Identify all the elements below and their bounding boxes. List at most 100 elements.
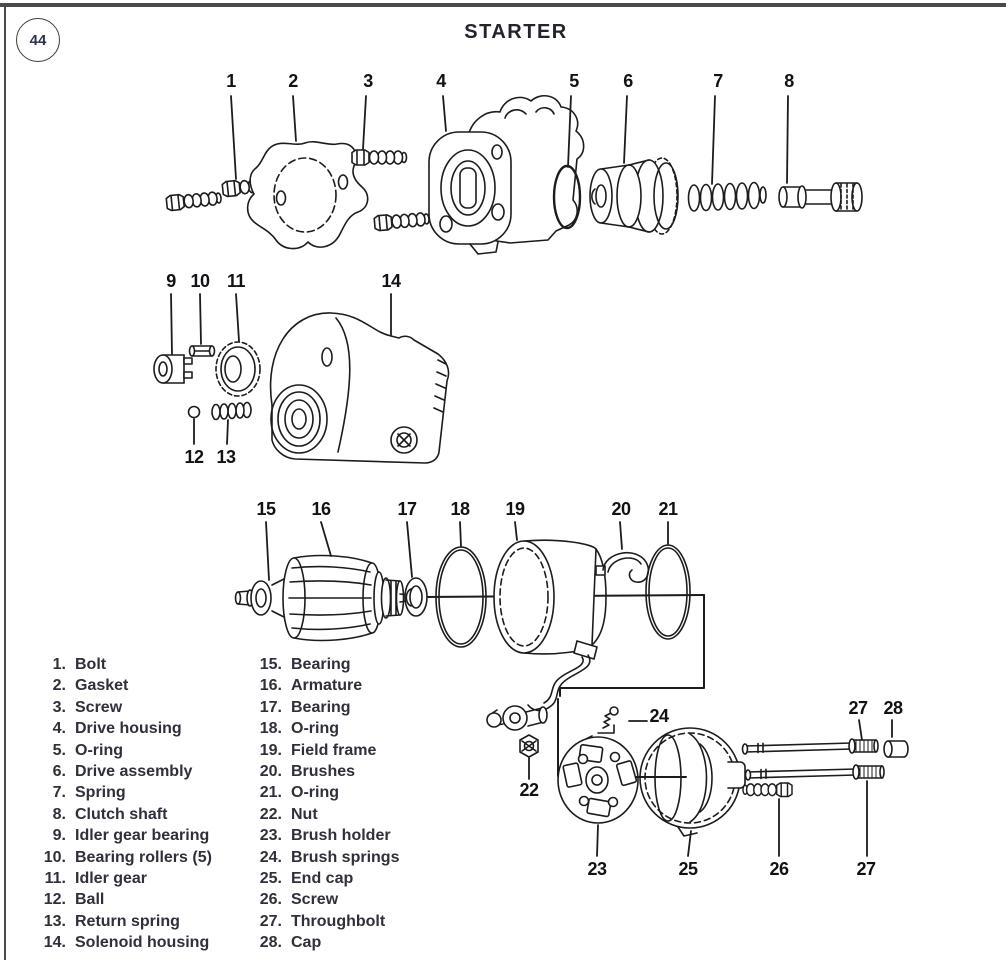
part-drive-housing-4	[428, 94, 585, 255]
part-solenoid-housing-14	[269, 312, 450, 464]
callout-5: 5	[569, 71, 579, 91]
parts-list-item: 24.Brush springs	[236, 849, 466, 870]
part-label: Brush springs	[291, 848, 400, 866]
parts-list-item: 12. Ball	[28, 891, 233, 912]
part-label: Cap	[291, 934, 322, 952]
part-label: Bearing	[291, 698, 351, 716]
part-throughbolt-27-bottom	[744, 764, 885, 781]
part-label: Throughbolt	[291, 912, 386, 930]
part-number: 3.	[52, 698, 66, 716]
part-number: 4.	[52, 720, 66, 738]
parts-list-item: 22.Nut	[236, 806, 466, 827]
callout-9: 9	[166, 271, 176, 291]
callout-28: 28	[883, 698, 903, 718]
parts-list-item: 27. Throughbolt	[236, 913, 466, 934]
parts-list-item: 3.Screw	[28, 699, 233, 720]
parts-list-item: 8. Clutch shaft	[28, 806, 233, 827]
parts-list-item: 28.Cap	[236, 934, 466, 955]
part-brush-holder-23	[557, 736, 639, 824]
part-label: Idler gear bearing	[75, 827, 210, 845]
part-number: 21.	[259, 784, 282, 802]
part-label: Drive assembly	[75, 762, 193, 780]
parts-list-right: 15.Bearing 16.Armature 17.Bearing 18.O-r…	[236, 656, 466, 955]
part-number: 15.	[259, 656, 282, 673]
parts-list-item: 20. Brushes	[236, 763, 466, 784]
part-number: 27.	[259, 912, 282, 930]
page-title: STARTER	[464, 21, 568, 43]
part-label: Clutch shaft	[75, 805, 168, 823]
callout-21: 21	[658, 499, 678, 519]
part-field-frame-19	[493, 539, 607, 660]
part-label: Brush holder	[291, 827, 391, 845]
parts-list-item: 13. Return spring	[28, 913, 233, 934]
part-label: Ball	[75, 891, 105, 909]
parts-list-item: 21. O-ring	[236, 784, 466, 805]
part-number: 12.	[43, 891, 66, 909]
part-number: 10.	[43, 848, 66, 866]
parts-list-item: 25.End cap	[236, 870, 466, 891]
part-label: Return spring	[75, 912, 180, 930]
part-clutch-shaft-8	[778, 182, 863, 212]
part-number: 5.	[52, 741, 66, 759]
part-number: 18.	[259, 720, 282, 738]
parts-list-item: 23.Brush holder	[236, 827, 466, 848]
part-nut-22	[519, 734, 539, 758]
callout-24: 24	[649, 706, 669, 726]
part-number: 1.	[52, 656, 66, 673]
parts-list-item: 6. Drive assembly	[28, 763, 233, 784]
parts-list-item: 15.Bearing	[236, 656, 466, 677]
part-throughbolt-27-top	[741, 738, 879, 755]
callout-11: 11	[226, 271, 246, 291]
part-label: Brushes	[291, 762, 356, 780]
part-cap-28	[883, 740, 909, 758]
part-number: 14.	[43, 934, 66, 952]
page-left-rule	[4, 3, 6, 960]
part-brushes-20	[595, 552, 650, 583]
callout-4: 4	[436, 71, 446, 91]
part-armature-16	[271, 554, 411, 642]
callout-2: 2	[288, 71, 298, 91]
parts-list-item: 2.Gasket	[28, 677, 233, 698]
part-number: 20.	[259, 762, 282, 780]
part-number: 13.	[43, 912, 66, 930]
callout-13: 13	[216, 447, 236, 467]
part-label: O-ring	[291, 784, 339, 802]
callout-10: 10	[190, 271, 210, 291]
part-number: 9.	[52, 827, 66, 845]
leader-lines	[170, 95, 893, 857]
parts-list-item: 17.Bearing	[236, 699, 466, 720]
parts-list-item: 18. O-ring	[236, 720, 466, 741]
callout-22: 22	[519, 780, 539, 800]
callout-1: 1	[226, 71, 236, 91]
callout-23: 23	[587, 859, 607, 879]
parts-list-item: 19.Field frame	[236, 742, 466, 763]
part-number: 6.	[52, 762, 66, 780]
part-return-spring-13	[211, 401, 252, 421]
callout-18: 18	[450, 499, 470, 519]
part-label: Bolt	[75, 656, 107, 673]
page-top-rule	[0, 3, 1006, 7]
part-label: Nut	[291, 805, 318, 823]
callout-25: 25	[678, 859, 698, 879]
callout-27: 27	[848, 698, 868, 718]
part-number: 19.	[259, 741, 282, 759]
part-number: 8.	[52, 805, 66, 823]
parts-list-item: 5. O-ring	[28, 742, 233, 763]
parts-list-item: 16.Armature	[236, 677, 466, 698]
parts-list-item: 26.Screw	[236, 891, 466, 912]
parts-list-item: 14.Solenoid housing	[28, 934, 233, 955]
callout-7: 7	[713, 71, 723, 91]
part-oring-21	[645, 544, 691, 640]
part-field-lead-wire	[486, 654, 591, 731]
part-oring-18	[435, 546, 487, 648]
part-ball-12	[187, 405, 201, 419]
part-end-cap-25	[639, 727, 746, 837]
page-number-badge: 44	[16, 18, 60, 62]
part-bearing-15	[234, 580, 272, 616]
part-label: O-ring	[75, 741, 123, 759]
parts-list-item: 4.Drive housing	[28, 720, 233, 741]
parts-list-item: 9. Idler gear bearing	[28, 827, 233, 848]
part-label: O-ring	[291, 720, 339, 738]
